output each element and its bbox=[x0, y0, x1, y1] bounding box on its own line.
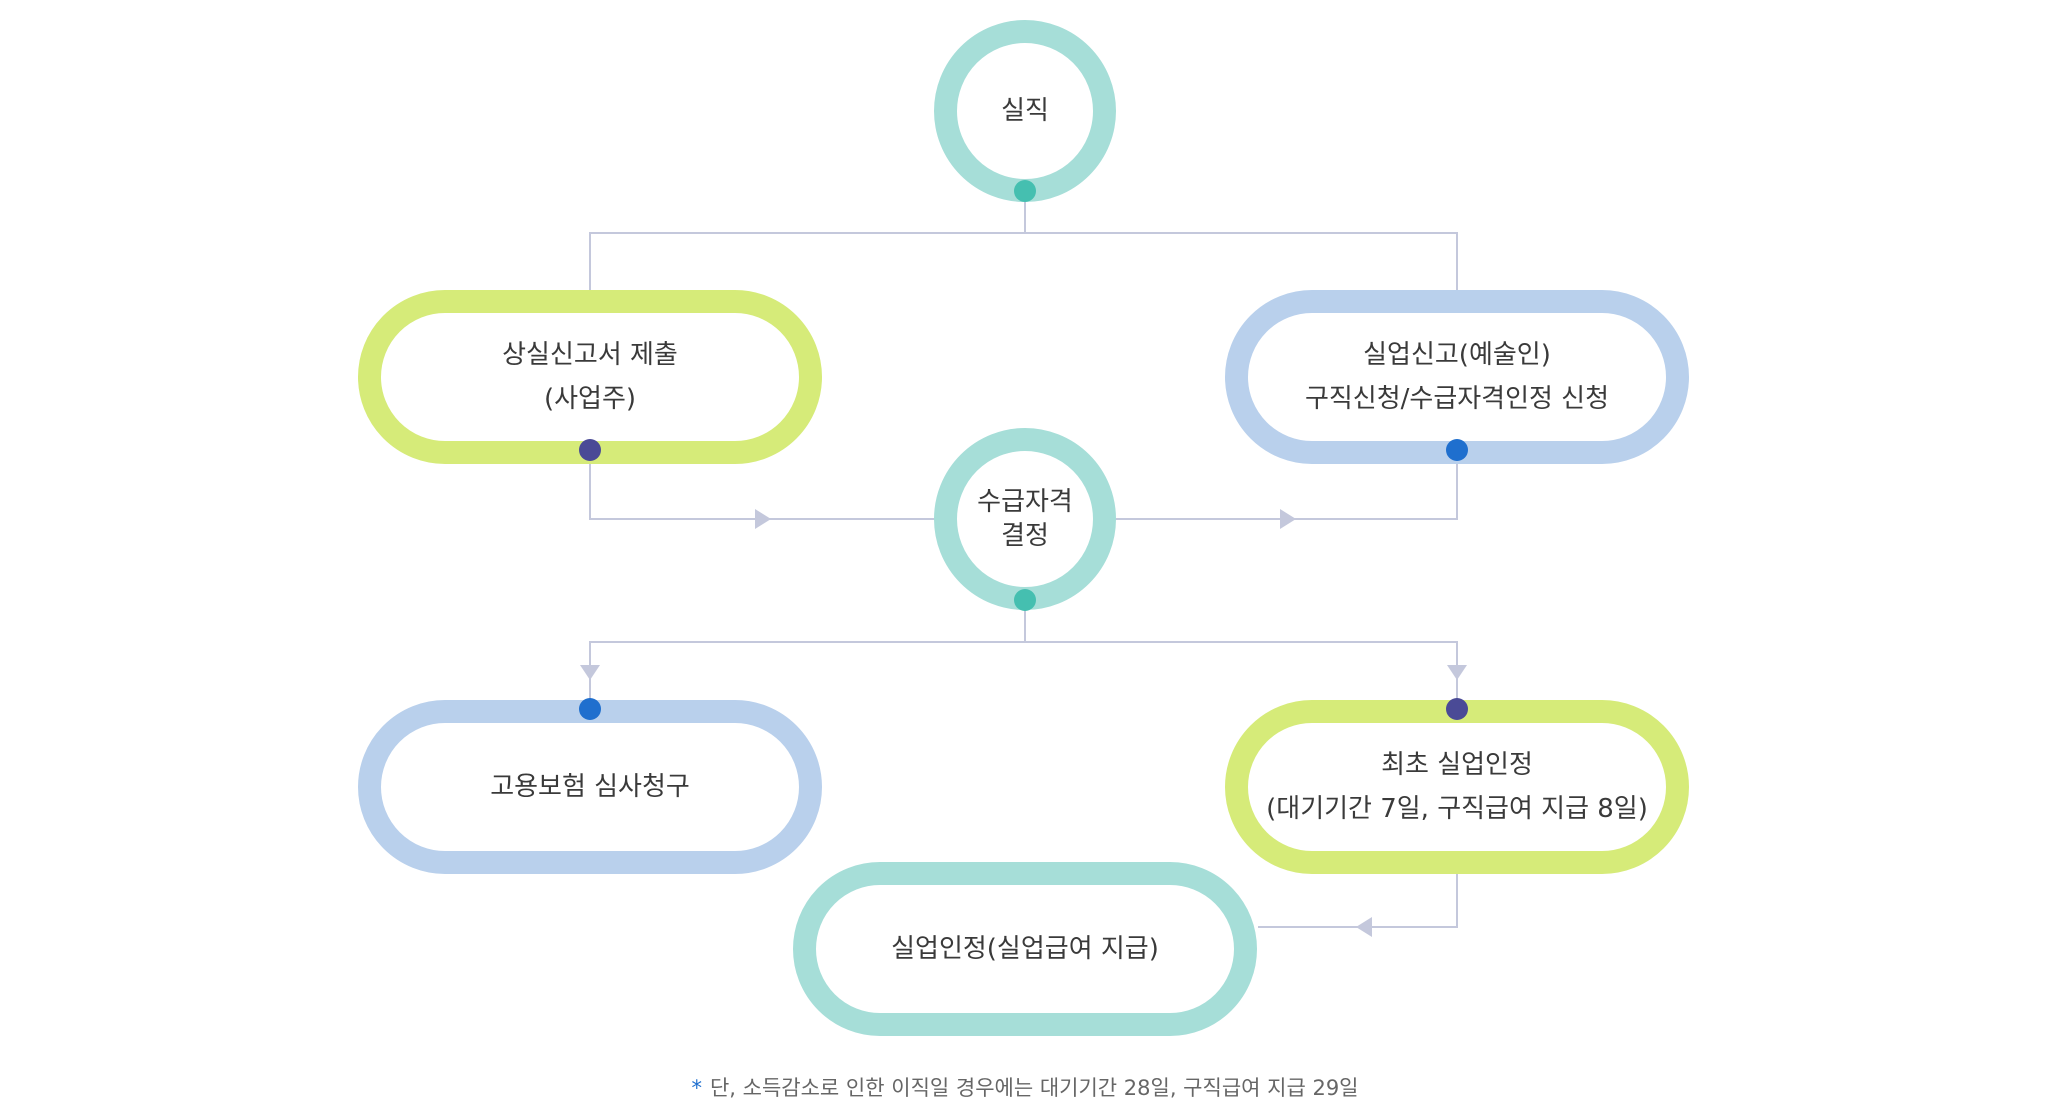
node-application-line2: 구직신청/수급자격인정 신청 bbox=[1304, 384, 1610, 414]
node-eligibility-line1: 수급자격 bbox=[977, 487, 1073, 517]
node-loss-report-line1: 상실신고서 제출 bbox=[502, 340, 678, 370]
node-loss-report-line2: (사업주) bbox=[543, 384, 637, 414]
connector-dot bbox=[1014, 180, 1036, 202]
node-eligibility-line2: 결정 bbox=[1001, 521, 1049, 551]
node-unemployment-application: 실업신고(예술인) 구직신청/수급자격인정 신청 bbox=[1225, 290, 1689, 464]
connector-dot bbox=[579, 698, 601, 720]
connector-apply-to-qualify bbox=[1116, 453, 1458, 520]
node-insurance-review: 고용보험 심사청구 bbox=[358, 700, 822, 874]
connector-report-to-qualify bbox=[589, 453, 936, 520]
connector-loss-split bbox=[589, 232, 1458, 290]
connector-dot bbox=[1446, 698, 1468, 720]
footnote-marker: * bbox=[691, 1076, 702, 1100]
node-first-recognition-line2: (대기기간 7일, 구직급여 지급 8일) bbox=[1266, 794, 1648, 824]
footnote: * 단, 소득감소로 인한 이직일 경우에는 대기기간 28일, 구직급여 지급 … bbox=[0, 1072, 2050, 1102]
connector-first-to-benefit bbox=[1258, 872, 1458, 928]
node-benefit-recognition: 실업인정(실업급여 지급) bbox=[793, 862, 1257, 1036]
node-application-line1: 실업신고(예술인) bbox=[1363, 340, 1551, 370]
footnote-text: 단, 소득감소로 인한 이직일 경우에는 대기기간 28일, 구직급여 지급 2… bbox=[709, 1076, 1359, 1100]
node-job-loss-label: 실직 bbox=[1001, 96, 1049, 126]
node-loss-report: 상실신고서 제출 (사업주) bbox=[358, 290, 822, 464]
node-benefit-label: 실업인정(실업급여 지급) bbox=[891, 934, 1159, 964]
connector-dot bbox=[579, 439, 601, 461]
node-insurance-review-label: 고용보험 심사청구 bbox=[490, 772, 690, 802]
node-eligibility-decision: 수급자격 결정 bbox=[934, 428, 1116, 610]
connector-dot bbox=[1446, 439, 1468, 461]
arrow-right-right-icon bbox=[1280, 509, 1296, 529]
arrow-down-left-icon bbox=[580, 665, 600, 680]
node-first-recognition-line1: 최초 실업인정 bbox=[1381, 750, 1533, 780]
arrow-down-right-icon bbox=[1447, 665, 1467, 680]
connector-dot bbox=[1014, 589, 1036, 611]
arrow-right-left-icon bbox=[755, 509, 771, 529]
arrow-left-benefit-icon bbox=[1356, 917, 1372, 937]
connector-qualify-split bbox=[589, 641, 1458, 700]
node-first-recognition: 최초 실업인정 (대기기간 7일, 구직급여 지급 8일) bbox=[1225, 700, 1689, 874]
node-job-loss: 실직 bbox=[934, 20, 1116, 202]
